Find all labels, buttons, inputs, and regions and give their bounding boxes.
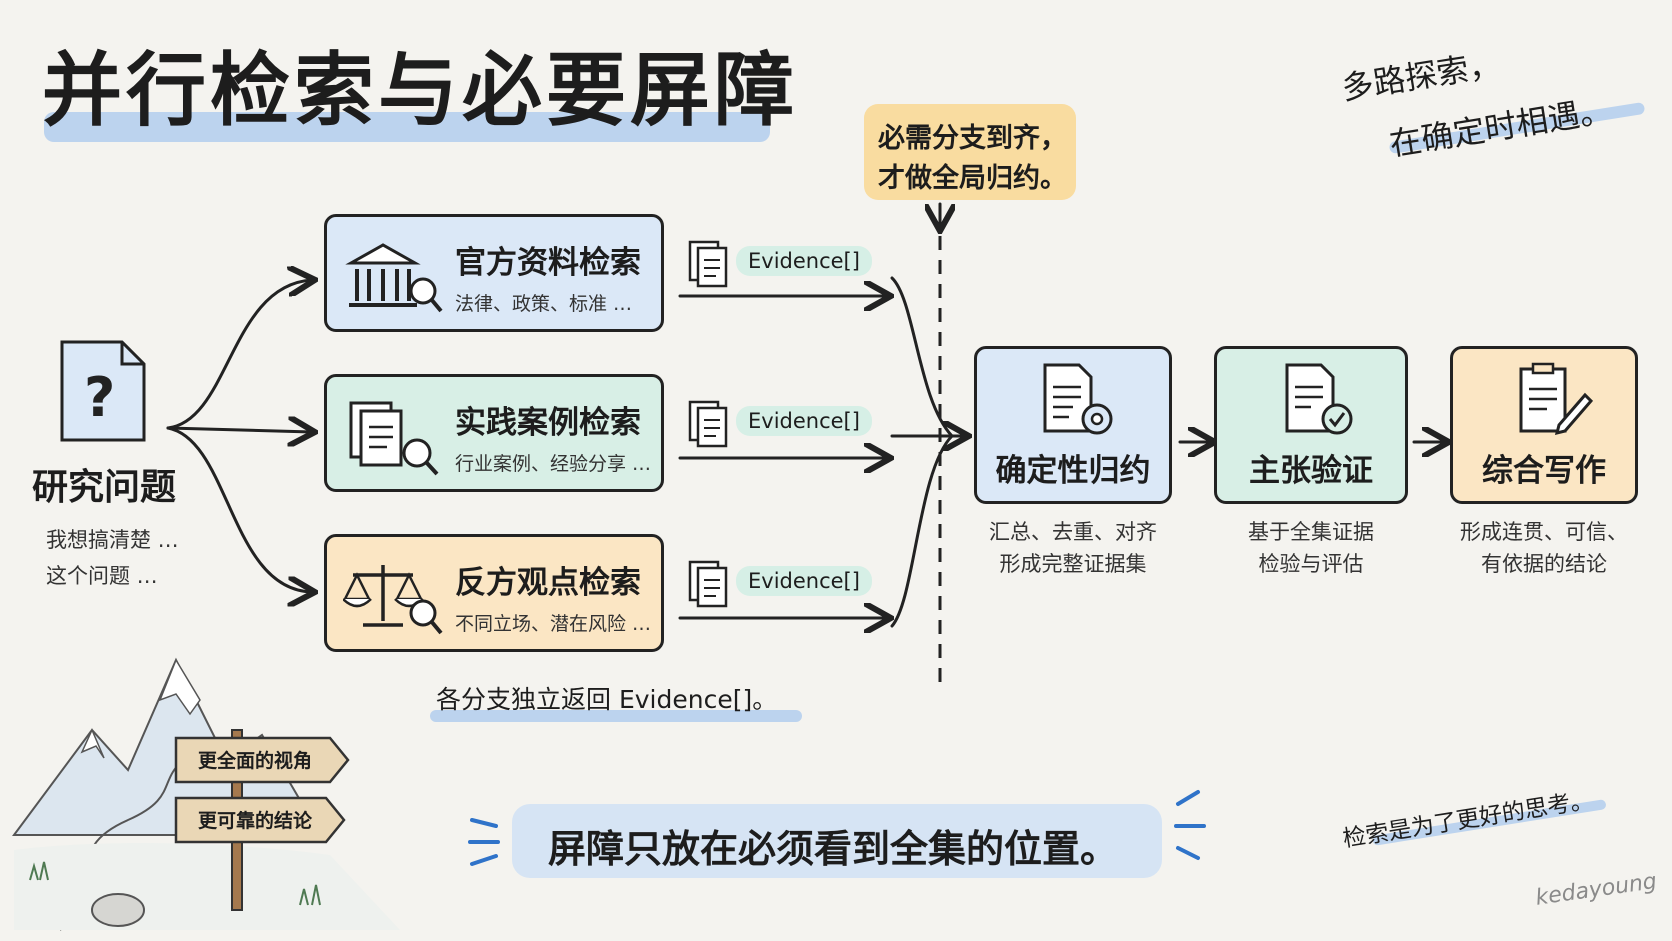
stage-writing-caption: 形成连贯、可信、 有依据的结论 bbox=[1434, 516, 1654, 580]
branch-opposing-title: 反方观点检索 bbox=[455, 565, 641, 601]
evidence-tag-official: Evidence[] bbox=[736, 246, 872, 276]
svg-text:?: ? bbox=[84, 366, 115, 429]
evidence-tag-practice: Evidence[] bbox=[736, 406, 872, 436]
stage-reduction-line2: 形成完整证据集 bbox=[999, 552, 1147, 576]
branch-official-subtitle: 法律、政策、标准 … bbox=[455, 293, 633, 315]
arrow-to-opposing bbox=[166, 426, 312, 592]
branch-practice-title: 实践案例检索 bbox=[455, 405, 641, 441]
mountain-scene bbox=[12, 657, 400, 931]
documents-search-icon bbox=[347, 399, 443, 483]
scales-icon bbox=[342, 559, 443, 643]
branch-practice-subtitle: 行业案例、经验分享 … bbox=[455, 453, 652, 475]
question-label: 研究问题 bbox=[32, 467, 177, 508]
title-highlight bbox=[44, 112, 770, 142]
barrier-note: 必需分支到齐， 才做全局归约。 bbox=[864, 104, 1076, 200]
stage-writing-line2: 有依据的结论 bbox=[1481, 552, 1607, 576]
stage-writing-line1: 形成连贯、可信、 bbox=[1460, 520, 1628, 544]
stage-deterministic-reduction: 确定性归约 bbox=[974, 346, 1172, 504]
document-gear-icon bbox=[1039, 361, 1119, 445]
page-title: 并行检索与必要屏障 bbox=[42, 44, 798, 137]
branch-opposing-subtitle: 不同立场、潜在风险 … bbox=[455, 613, 652, 635]
question-line1: 我想搞清楚 … bbox=[46, 528, 179, 552]
stage-verification-line2: 检验与评估 bbox=[1258, 552, 1364, 576]
stage-reduction-title: 确定性归约 bbox=[995, 453, 1151, 489]
banner-background bbox=[512, 804, 1162, 878]
converge-top bbox=[890, 276, 954, 438]
barrier-note-line1: 必需分支到齐， bbox=[878, 123, 1067, 154]
signpost-label-2: 更可靠的结论 bbox=[198, 810, 313, 832]
stage-synthesis-writing: 综合写作 bbox=[1450, 346, 1638, 504]
document-pencil-icon bbox=[1515, 361, 1595, 445]
bank-icon bbox=[343, 239, 443, 323]
branch-opposing-search: 反方观点检索 不同立场、潜在风险 … bbox=[324, 534, 664, 652]
bottom-banner: 屏障只放在必须看到全集的位置。 bbox=[548, 827, 1119, 871]
branch-practice-search: 实践案例检索 行业案例、经验分享 … bbox=[324, 374, 664, 492]
question-line2: 这个问题 … bbox=[46, 564, 158, 588]
converge-bottom bbox=[890, 434, 954, 628]
barrier-note-line2: 才做全局归约。 bbox=[878, 163, 1067, 194]
stage-verification-line1: 基于全集证据 bbox=[1248, 520, 1374, 544]
stage-reduction-line1: 汇总、去重、对齐 bbox=[989, 520, 1157, 544]
stage-reduction-caption: 汇总、去重、对齐 形成完整证据集 bbox=[964, 516, 1182, 580]
document-check-icon bbox=[1281, 361, 1361, 445]
arrow-to-practice bbox=[166, 428, 312, 432]
branch-note-underline bbox=[430, 710, 802, 722]
question-document-icon: ? bbox=[58, 338, 148, 448]
signpost-label-1: 更全面的视角 bbox=[198, 750, 313, 772]
branch-official-search: 官方资料检索 法律、政策、标准 … bbox=[324, 214, 664, 332]
stage-claim-verification: 主张验证 bbox=[1214, 346, 1408, 504]
stage-verification-title: 主张验证 bbox=[1249, 453, 1373, 489]
evidence-document-icon bbox=[688, 560, 730, 612]
branch-official-title: 官方资料检索 bbox=[455, 245, 641, 281]
stage-writing-title: 综合写作 bbox=[1482, 453, 1606, 489]
evidence-tag-opposing: Evidence[] bbox=[736, 566, 872, 596]
stage-verification-caption: 基于全集证据 检验与评估 bbox=[1200, 516, 1422, 580]
branch-note: 各分支独立返回 Evidence[]。 bbox=[436, 685, 778, 714]
arrow-to-official bbox=[166, 280, 312, 430]
evidence-document-icon bbox=[688, 400, 730, 452]
signpost bbox=[174, 729, 350, 911]
evidence-document-icon bbox=[688, 240, 730, 292]
